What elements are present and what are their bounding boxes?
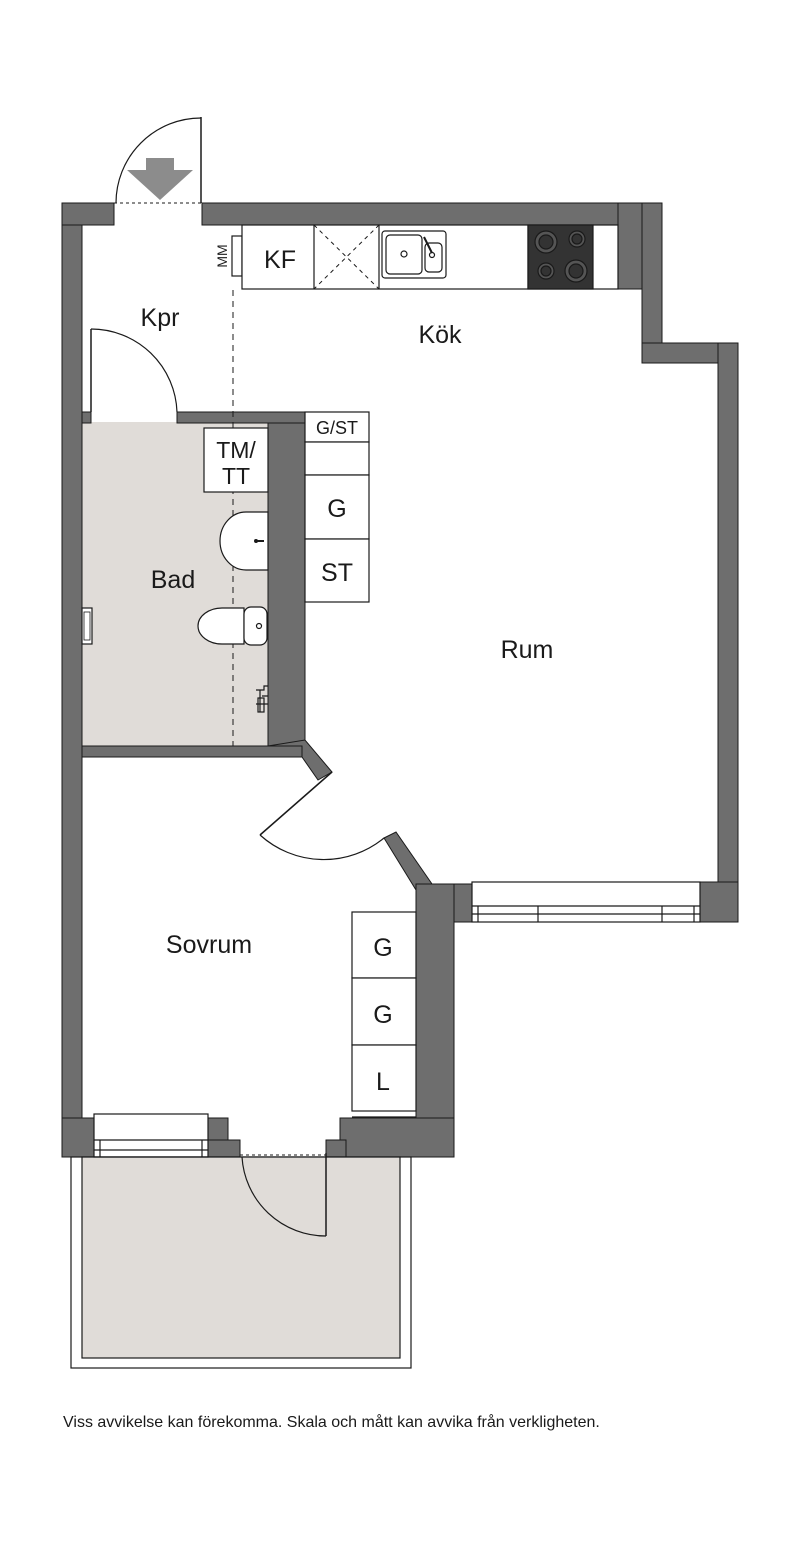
tm-tt-unit xyxy=(203,427,269,493)
fixture-labels: MM KF TM/ TT G/ST G ST G G L xyxy=(214,244,393,1096)
wall-south-left xyxy=(61,1117,95,1158)
kitchen-counter xyxy=(231,224,619,290)
bathroom-fixtures xyxy=(81,427,269,713)
wall-south-step1 xyxy=(207,1139,241,1158)
window-rum xyxy=(471,881,701,923)
wall-diagonal xyxy=(383,831,433,892)
wall-east xyxy=(717,342,739,922)
fixture-label-g-sovrum-2: G xyxy=(373,1001,392,1029)
windows xyxy=(93,881,701,1158)
fixture-label-tm: TM/ xyxy=(216,437,256,463)
fixture-label-tt: TT xyxy=(222,463,250,489)
wall-bath-north-left xyxy=(81,411,92,424)
entrance-door-swing xyxy=(115,117,202,204)
fixture-label-l: L xyxy=(376,1068,390,1096)
fixture-label-g-sovrum-1: G xyxy=(373,934,392,962)
fixture-label-gst: G/ST xyxy=(316,418,358,438)
wall-south-right xyxy=(339,1117,455,1158)
balcony-floor xyxy=(82,1158,400,1358)
fixture-label-kf: KF xyxy=(264,246,296,274)
faucet-icon xyxy=(256,685,268,713)
walls xyxy=(61,202,739,1158)
room-label-bad: Bad xyxy=(151,566,195,594)
balcony-door xyxy=(240,1153,327,1237)
balcony-inner-rail xyxy=(81,1156,401,1359)
wall-step-vertical xyxy=(641,202,663,364)
wall-top-right xyxy=(201,202,663,226)
entrance xyxy=(114,117,202,204)
fixture-label-g-rum: G xyxy=(327,495,346,523)
wall-bedroom-east xyxy=(415,883,455,1157)
wall-bath-east xyxy=(267,411,306,758)
washbasin-icon xyxy=(219,511,269,571)
stove-icon xyxy=(527,224,594,290)
doors xyxy=(90,328,385,1237)
room-label-kpr: Kpr xyxy=(141,304,180,332)
kitchen-sink-icon xyxy=(381,230,447,279)
mm-unit xyxy=(231,235,243,277)
room-label-kok: Kök xyxy=(418,321,462,349)
radiator xyxy=(81,607,93,645)
wall-west xyxy=(61,202,83,1158)
room-labels: Kpr Kök Rum Bad Sovrum xyxy=(141,304,554,959)
bedroom-door xyxy=(259,771,385,861)
window-sovrum xyxy=(93,1113,209,1158)
wall-bath-south xyxy=(81,745,303,758)
toilet-icon xyxy=(197,606,268,646)
rum-wardrobes xyxy=(304,411,370,603)
room-label-rum: Rum xyxy=(501,636,554,664)
entrance-arrow-icon xyxy=(127,158,193,200)
fixture-label-st: ST xyxy=(321,559,353,587)
balcony xyxy=(70,1156,412,1369)
sovrum-wardrobes xyxy=(351,911,417,1118)
fixture-label-mm: MM xyxy=(214,244,230,267)
wall-bath-north xyxy=(176,411,306,424)
bathroom-door xyxy=(90,328,178,413)
wall-east-corner xyxy=(699,881,739,923)
wall-south-step2 xyxy=(325,1139,347,1158)
disclaimer-text: Viss avvikelse kan förekomma. Skala och … xyxy=(63,1414,600,1431)
wall-top-left xyxy=(61,202,115,226)
room-label-sovrum: Sovrum xyxy=(166,931,252,959)
